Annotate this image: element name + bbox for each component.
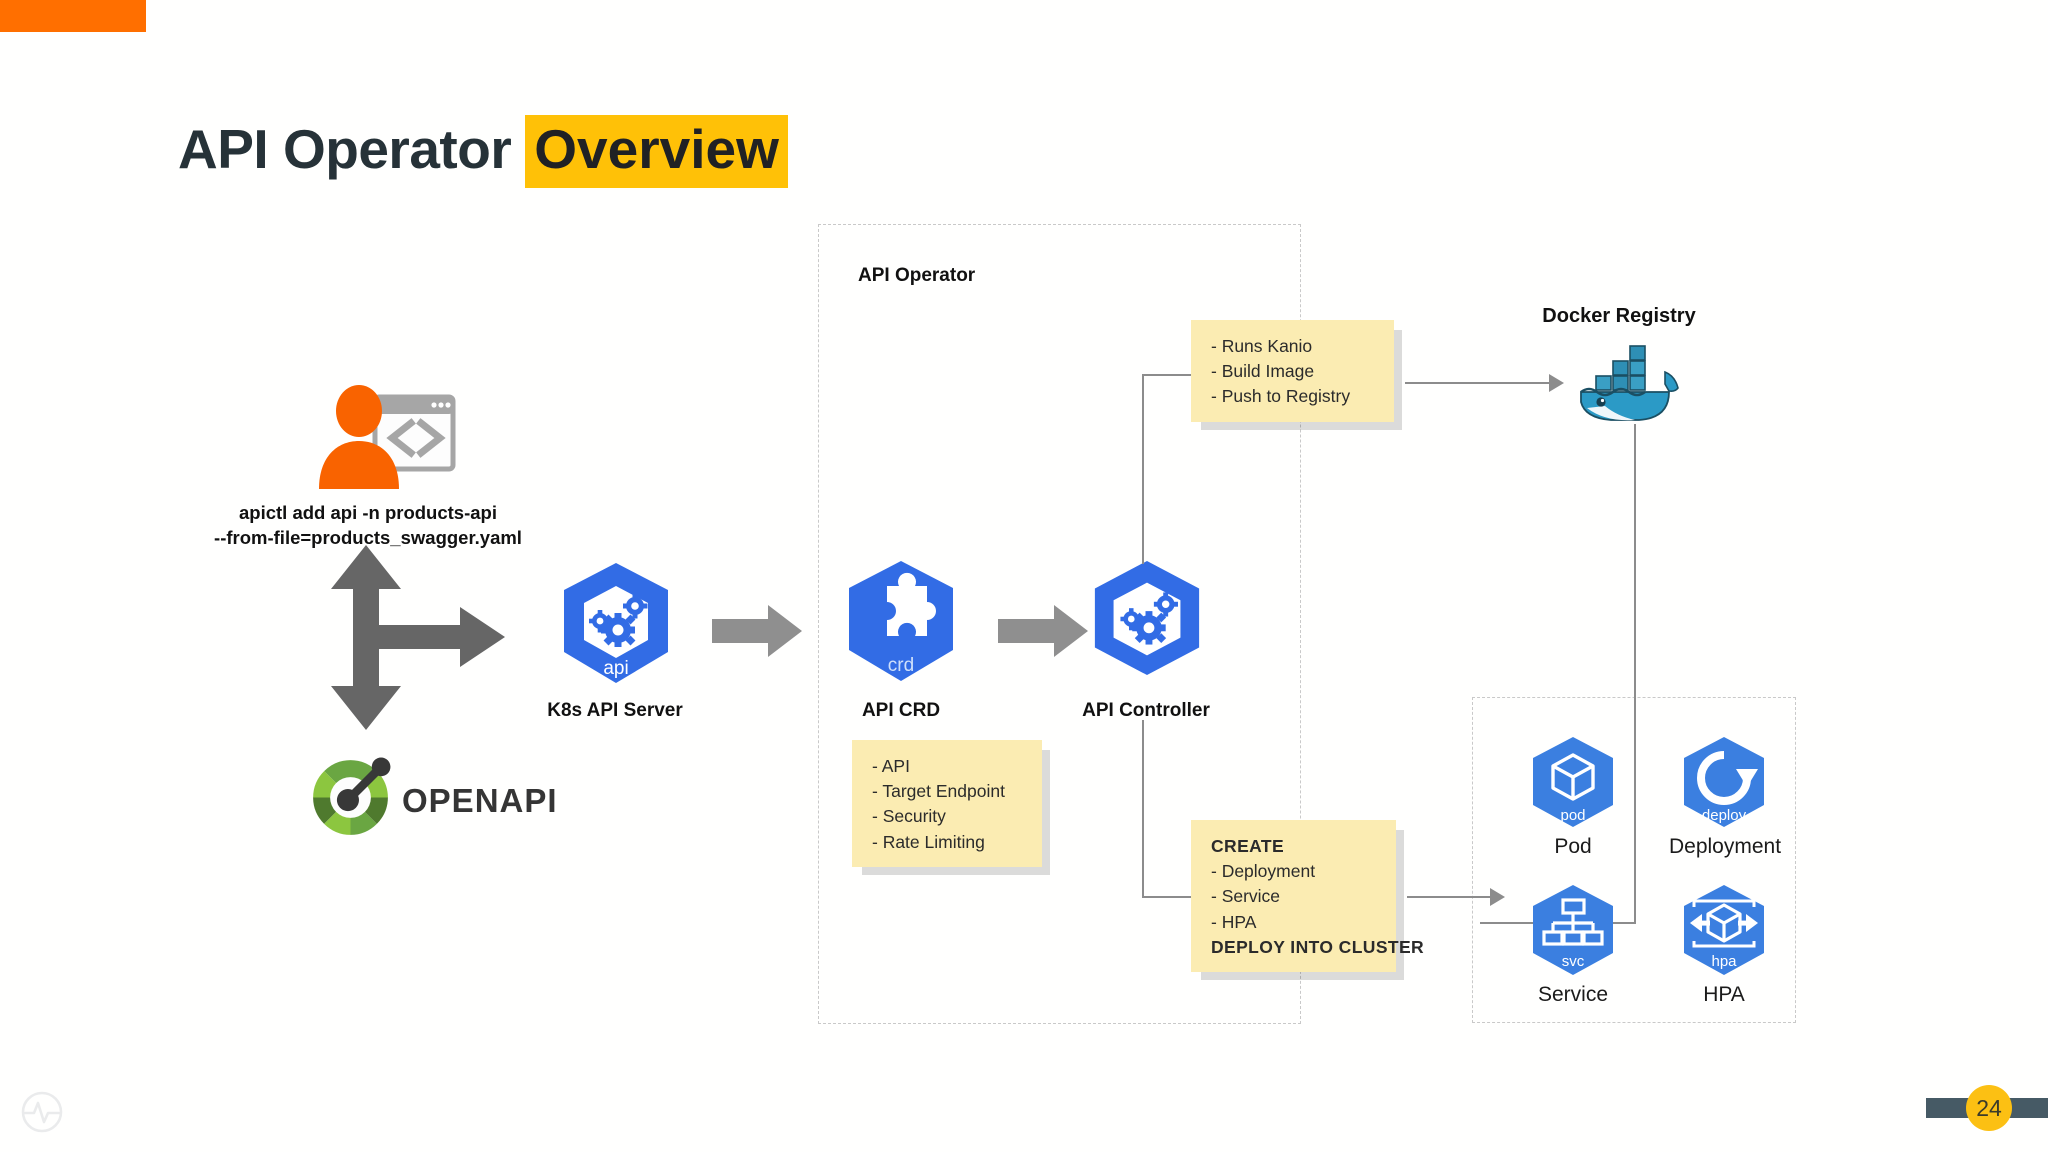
apictl-command-line-1: apictl add api -n products-api	[239, 502, 497, 523]
api-controller-label: API Controller	[1082, 700, 1210, 721]
build-note-item-2: - Build Image	[1211, 361, 1315, 382]
docker-whale-icon[interactable]	[1565, 332, 1685, 424]
k8s-deploy-badge: deploy	[1702, 807, 1747, 824]
k8s-svc-icon[interactable]: svc	[1527, 883, 1619, 979]
k8s-svc-badge: svc	[1562, 953, 1585, 970]
flow-arrow-2	[998, 605, 1088, 657]
connector-create-to-cluster-arrowhead	[1490, 888, 1505, 906]
page-number: 24	[1976, 1094, 2002, 1121]
docker-registry-label: Docker Registry	[1542, 305, 1696, 327]
connector-controller-to-create-horizontal	[1142, 896, 1194, 898]
crd-note-item-4: - Rate Limiting	[872, 831, 985, 852]
deployment-label: Deployment	[1668, 835, 1782, 858]
crd-note-item-1: - API	[872, 756, 910, 776]
service-label: Service	[1537, 983, 1609, 1006]
connector-create-to-cluster	[1407, 896, 1502, 898]
connector-build-to-registry	[1405, 382, 1550, 384]
openapi-logo-icon	[308, 755, 393, 840]
build-image-note: - Runs Kanio - Build Image - Push to Reg…	[1191, 320, 1394, 422]
create-note-item-3: - HPA	[1211, 911, 1257, 932]
connector-controller-to-build-vertical	[1142, 374, 1144, 564]
api-operator-boundary-label: API Operator	[858, 265, 976, 286]
k8s-pod-badge: pod	[1560, 807, 1585, 824]
k8s-hpa-badge: hpa	[1711, 953, 1737, 970]
api-crd-node[interactable]: crd	[840, 558, 962, 684]
crd-properties-note: - API - Target Endpoint - Security - Rat…	[852, 740, 1042, 867]
accent-bar	[0, 0, 146, 32]
crd-note-item-3: - Security	[872, 806, 946, 827]
api-operator-boundary	[818, 224, 1301, 1024]
apictl-command: apictl add api -n products-api --from-fi…	[198, 500, 538, 550]
k8s-crd-badge: crd	[888, 655, 914, 676]
build-note-item-1: - Runs Kanio	[1211, 336, 1313, 356]
tri-directional-arrow	[330, 545, 505, 730]
k8s-hpa-icon[interactable]: hpa	[1678, 883, 1770, 979]
k8s-pod-icon[interactable]: pod	[1527, 735, 1619, 831]
create-note-item-1: - Deployment	[1211, 861, 1316, 882]
crd-note-item-2: - Target Endpoint	[872, 781, 1005, 802]
apictl-command-line-2: --from-file=products_swagger.yaml	[214, 527, 522, 549]
k8s-api-server-label: K8s API Server	[547, 700, 683, 721]
create-note-footer: DEPLOY INTO CLUSTER	[1211, 936, 1425, 957]
k8s-api-badge: api	[603, 658, 628, 679]
connector-registry-to-cluster-vertical	[1634, 424, 1636, 924]
hpa-label: HPA	[1703, 983, 1745, 1006]
page-title-highlight: Overview	[525, 115, 788, 188]
developer-browser-icon	[315, 385, 456, 490]
create-note-item-2: - Service	[1211, 886, 1281, 907]
page-title: API Operator Overview	[178, 115, 788, 188]
build-note-item-3: - Push to Registry	[1211, 386, 1351, 407]
connector-controller-to-create-vertical	[1142, 720, 1144, 898]
openapi-wordmark: OPENAPI	[402, 782, 558, 819]
api-crd-label: API CRD	[861, 700, 941, 721]
connector-controller-to-build-horizontal	[1142, 374, 1194, 376]
k8s-deploy-icon[interactable]: deploy	[1678, 735, 1770, 831]
pod-label: Pod	[1554, 835, 1592, 858]
pulse-circle-logo-icon	[20, 1090, 64, 1134]
create-note-header: CREATE	[1211, 836, 1285, 856]
create-resources-note: CREATE - Deployment - Service - HPA DEPL…	[1191, 820, 1425, 972]
api-controller-node[interactable]	[1088, 558, 1206, 678]
flow-arrow-1	[712, 605, 802, 657]
page-number-badge: 24	[1966, 1085, 2012, 1131]
connector-build-to-registry-arrowhead	[1549, 374, 1564, 392]
k8s-api-server-node[interactable]: api	[556, 560, 676, 686]
page-title-main: API Operator	[178, 118, 512, 180]
